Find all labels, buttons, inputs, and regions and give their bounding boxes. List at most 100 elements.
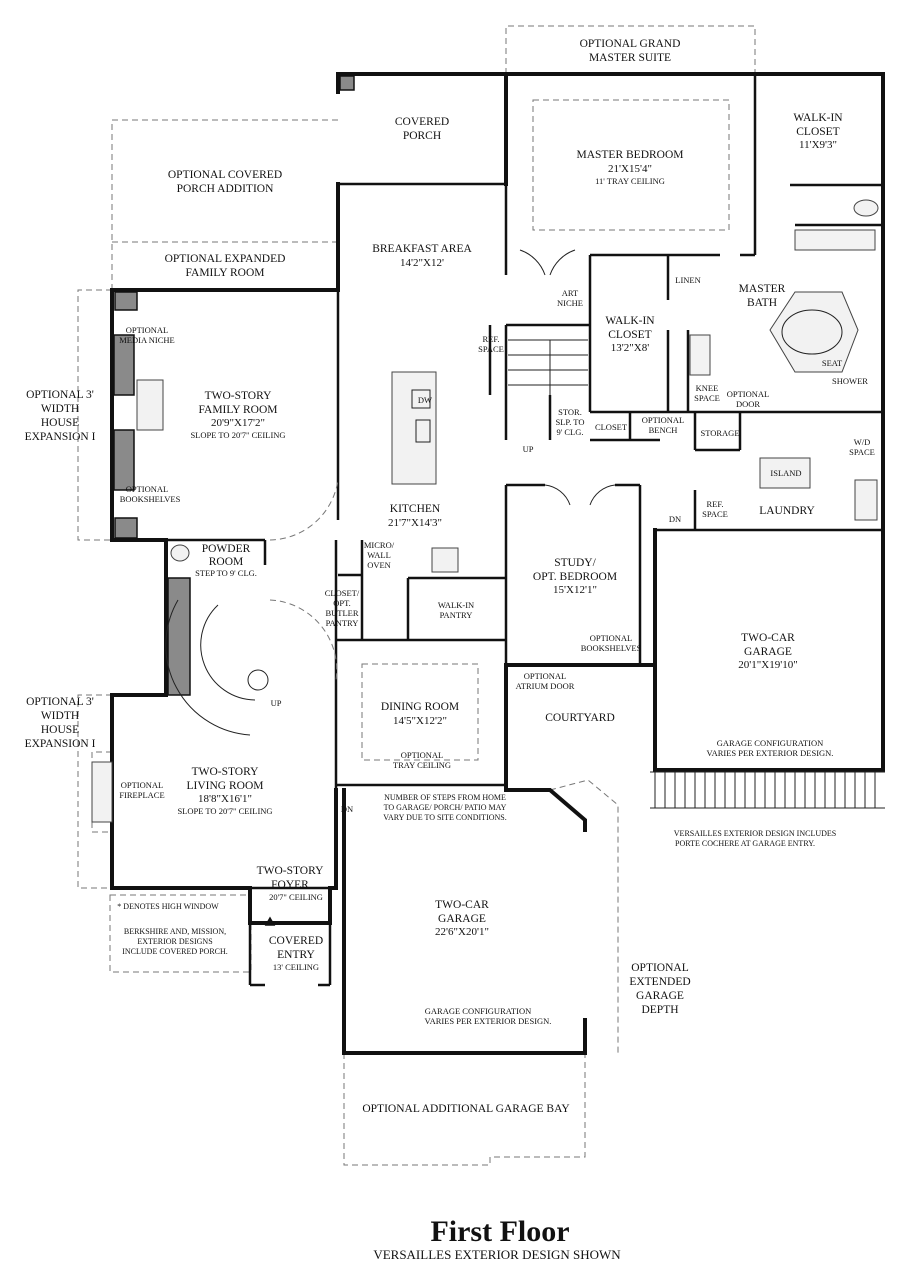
label-covered-entry-1: COVERED	[269, 935, 323, 947]
label-master-bedroom: MASTER BEDROOM	[576, 149, 683, 161]
label-opt-garage-bay: OPTIONAL ADDITIONAL GARAGE BAY	[362, 1103, 570, 1115]
label-opt-ext-garage-4: DEPTH	[641, 1004, 678, 1016]
label-seat: SEAT	[822, 358, 843, 368]
label-opt-bookshelves-study-2: BOOKSHELVES	[581, 643, 642, 653]
label-dining-dim: 14'5"X12'2"	[393, 715, 447, 727]
page-title: First Floor	[430, 1215, 569, 1248]
label-opt-expanded-family-2: FAMILY ROOM	[185, 267, 264, 279]
label-house-exp-top-1: OPTIONAL 3'	[26, 389, 94, 401]
label-walkin-pantry-2: PANTRY	[440, 610, 473, 620]
label-garage-left-dim: 22'6"X20'1"	[435, 926, 489, 938]
label-stor-2: SLP. TO	[556, 417, 585, 427]
label-covered-porch-1: COVERED	[395, 116, 449, 128]
label-garage-right-1: TWO-CAR	[741, 632, 795, 644]
label-opt-atrium-1: OPTIONAL	[524, 671, 567, 681]
label-walkin-pantry-1: WALK-IN	[438, 600, 474, 610]
label-closet: CLOSET	[595, 422, 628, 432]
label-art-niche-2: NICHE	[557, 298, 583, 308]
label-art-niche-1: ART	[562, 288, 579, 298]
label-family-room-note: SLOPE TO 20'7" CEILING	[190, 430, 285, 440]
label-house-exp-top-2: WIDTH	[41, 403, 79, 415]
label-kitchen-dim: 21'7"X14'3"	[388, 517, 442, 529]
label-master-bath-1: MASTER	[739, 283, 786, 295]
label-island: ISLAND	[770, 468, 801, 478]
label-laundry: LAUNDRY	[759, 505, 815, 517]
label-master-bath-2: BATH	[747, 297, 777, 309]
label-kitchen: KITCHEN	[390, 503, 441, 515]
label-family-room-2: FAMILY ROOM	[198, 404, 277, 416]
label-garage-left-2: GARAGE	[438, 913, 486, 925]
label-house-exp-top-3: HOUSE	[41, 417, 79, 429]
label-stor-3: 9' CLG.	[556, 427, 583, 437]
label-walkin-closet-mid-2: CLOSET	[608, 329, 651, 341]
label-master-bedroom-note: 11' TRAY CEILING	[595, 176, 665, 186]
label-shower: SHOWER	[832, 376, 868, 386]
label-powder-room-note: STEP TO 9' CLG.	[195, 568, 257, 578]
label-opt-bookshelves-fam-1: OPTIONAL	[126, 484, 169, 494]
label-foyer-note: 20'7" CEILING	[269, 892, 323, 902]
label-knee-space-1: KNEE	[696, 383, 719, 393]
label-dn-2: DN	[341, 804, 353, 814]
label-opt-door-1: OPTIONAL	[727, 389, 770, 399]
label-master-bedroom-dim: 21'X15'4"	[608, 163, 652, 175]
label-house-exp-top-4: EXPANSION I	[25, 431, 96, 443]
label-opt-covered-porch-1: OPTIONAL COVERED	[168, 169, 282, 181]
label-opt-bench-2: BENCH	[649, 425, 678, 435]
label-house-exp-bot-2: WIDTH	[41, 710, 79, 722]
label-dw: DW	[418, 395, 432, 405]
label-powder-room-2: ROOM	[209, 556, 244, 568]
label-exterior-note-1: BERKSHIRE AND, MISSION,	[124, 927, 226, 936]
label-wd-space-1: W/D	[854, 437, 871, 447]
label-opt-expanded-family-1: OPTIONAL EXPANDED	[165, 253, 286, 265]
label-steps-note-2: TO GARAGE/ PORCH/ PATIO MAY	[384, 803, 507, 812]
label-garage-config-right-1: GARAGE CONFIGURATION	[717, 738, 824, 748]
label-garage-config-left-1: GARAGE CONFIGURATION	[425, 1006, 532, 1016]
fixtures	[91, 75, 885, 926]
label-family-room-1: TWO-STORY	[205, 390, 273, 402]
label-versailles-note-2: PORTE COCHERE AT GARAGE ENTRY.	[675, 839, 815, 848]
label-house-exp-bot-3: HOUSE	[41, 724, 79, 736]
label-micro-wall-oven-2: WALL	[367, 550, 391, 560]
label-covered-porch-2: PORCH	[403, 130, 441, 142]
label-opt-ext-garage-1: OPTIONAL	[631, 962, 689, 974]
label-living-dim: 18'8"X16'1"	[198, 793, 252, 805]
label-living-room-1: TWO-STORY	[192, 766, 260, 778]
label-foyer-1: TWO-STORY	[257, 865, 325, 877]
label-opt-atrium-2: ATRIUM DOOR	[516, 681, 575, 691]
label-micro-wall-oven-3: OVEN	[367, 560, 391, 570]
label-opt-media-niche-2: MEDIA NICHE	[119, 335, 174, 345]
label-garage-config-left-2: VARIES PER EXTERIOR DESIGN.	[425, 1016, 552, 1026]
label-walkin-closet-mid-1: WALK-IN	[605, 315, 655, 327]
label-ref-space-1a: REF.	[482, 334, 499, 344]
label-steps-note-3: VARY DUE TO SITE CONDITIONS.	[383, 813, 507, 822]
label-covered-entry-note: 13' CEILING	[273, 962, 319, 972]
label-ref-space-2a: REF.	[706, 499, 723, 509]
label-dining-room: DINING ROOM	[381, 701, 459, 713]
label-dining-note-1: OPTIONAL	[401, 750, 444, 760]
label-dining-note-2: TRAY CEILING	[393, 760, 451, 770]
label-wd-space-2: SPACE	[849, 447, 875, 457]
label-stor-1: STOR.	[558, 407, 582, 417]
label-walkin-closet-top-dim: 11'X9'3"	[799, 139, 837, 151]
label-courtyard: COURTYARD	[545, 712, 615, 724]
label-exterior-note-2: EXTERIOR DESIGNS	[137, 937, 212, 946]
label-exterior-note-3: INCLUDE COVERED PORCH.	[122, 947, 228, 956]
label-dn-1: DN	[669, 514, 681, 524]
label-opt-grand-suite-2: MASTER SUITE	[589, 52, 671, 64]
label-versailles-note-1: VERSAILLES EXTERIOR DESIGN INCLUDES	[674, 829, 836, 838]
label-closet-butler-2: OPT.	[333, 598, 351, 608]
label-living-room-2: LIVING ROOM	[187, 780, 264, 792]
label-opt-bench-1: OPTIONAL	[642, 415, 685, 425]
label-study-dim: 15'X12'1"	[553, 584, 597, 596]
label-closet-butler-4: PANTRY	[326, 618, 359, 628]
label-house-exp-bot-1: OPTIONAL 3'	[26, 696, 94, 708]
label-opt-bookshelves-study-1: OPTIONAL	[590, 633, 633, 643]
label-opt-fireplace-2: FIREPLACE	[119, 790, 164, 800]
label-covered-entry-2: ENTRY	[277, 949, 315, 961]
label-ref-space-2b: SPACE	[702, 509, 728, 519]
label-opt-bookshelves-fam-2: BOOKSHELVES	[120, 494, 181, 504]
label-garage-right-dim: 20'1"X19'10"	[738, 659, 797, 671]
label-walkin-closet-top-2: CLOSET	[796, 126, 839, 138]
interior-walls	[166, 74, 883, 987]
